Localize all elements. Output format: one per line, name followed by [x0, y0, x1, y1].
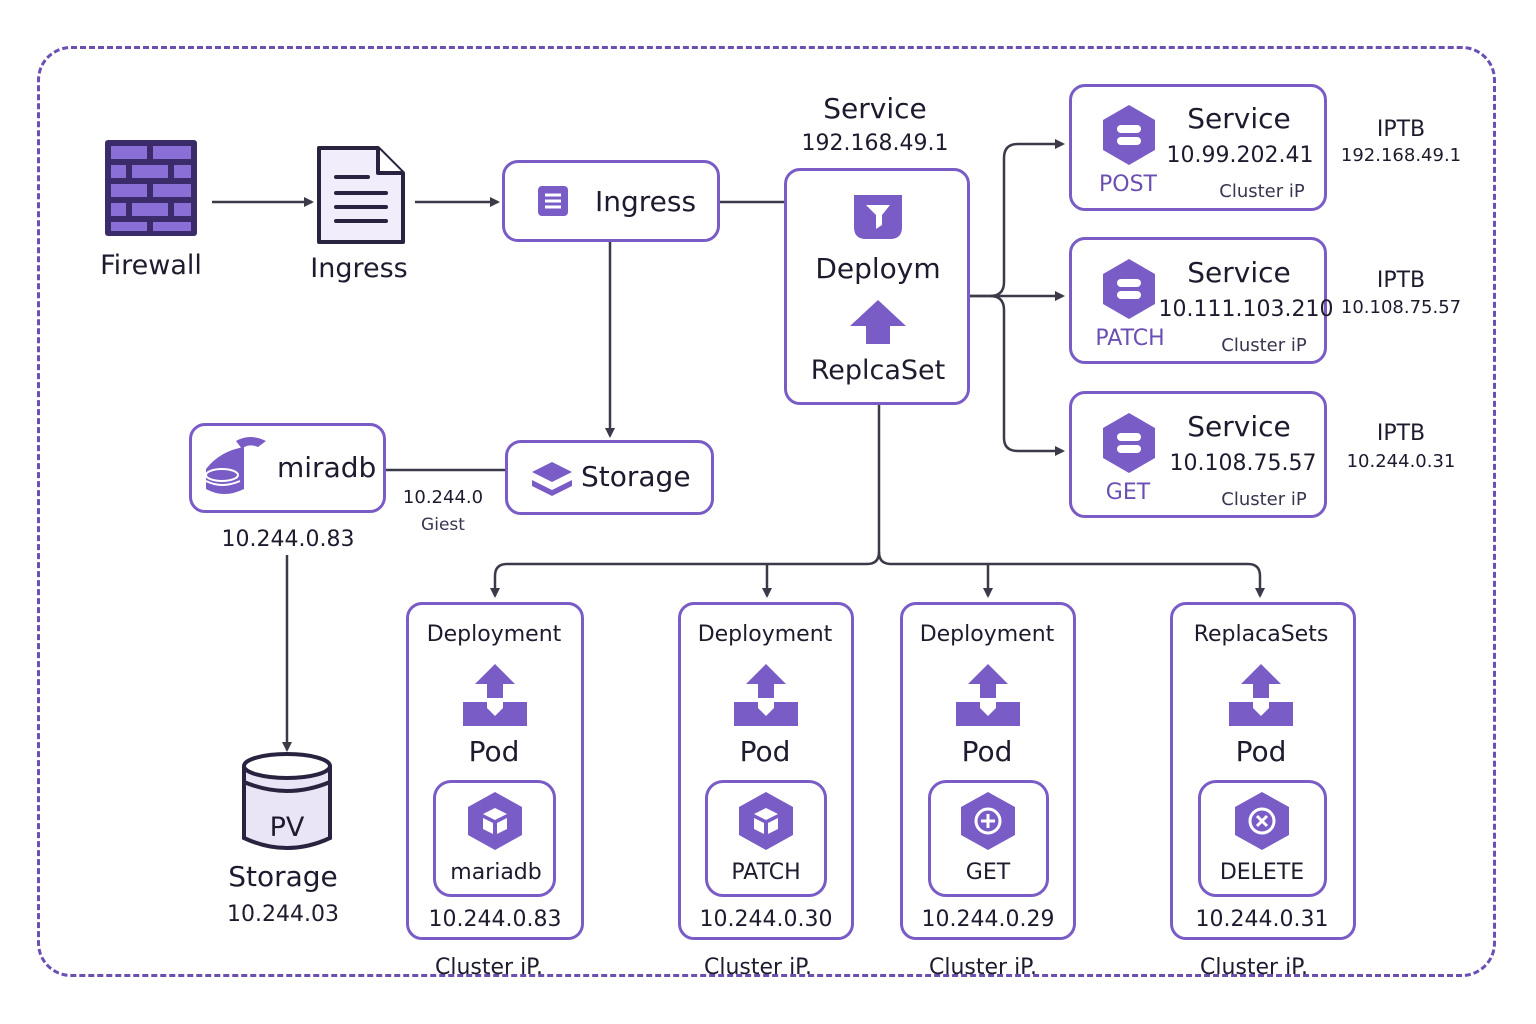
service-top-ip: 192.168.49.1: [801, 131, 949, 156]
pod-4-name: DELETE: [1219, 860, 1305, 885]
replica-to-pod4-arrow: [877, 551, 1265, 598]
arrow-up-icon: [463, 664, 527, 726]
service-post-type: Cluster iP: [1219, 181, 1305, 202]
close-icon: [1235, 792, 1289, 850]
service-patch-ip: 10.111.103.210: [1158, 297, 1334, 322]
layers-icon: [532, 462, 572, 496]
arrow-up-icon: [734, 664, 798, 726]
ingress-doc-label: Ingress: [310, 253, 408, 284]
iptb-2-label: IPTB: [1376, 268, 1426, 293]
cube-icon: [468, 792, 522, 850]
pod-1-name: mariadb: [450, 860, 542, 885]
pod-4-footer: Cluster iP.: [1199, 955, 1309, 980]
service-get-title: Service: [1187, 410, 1291, 443]
firewall-label: Firewall: [100, 250, 202, 281]
service-patch-type: Cluster iP: [1221, 335, 1307, 356]
list-icon: [538, 186, 568, 216]
firewall-icon: [105, 140, 197, 236]
service-get-ip: 10.108.75.57: [1169, 451, 1317, 476]
hexagon-icon: [1103, 413, 1155, 473]
cylinder-icon: [242, 752, 332, 850]
arrow-up-icon: [850, 300, 906, 344]
pod-3-footer: Cluster iP.: [928, 955, 1038, 980]
pv-storage-label: Storage: [228, 860, 338, 893]
cube-icon: [739, 792, 793, 850]
deploy-to-service-get-arrow: [989, 294, 1065, 456]
db-link-label: Giest: [421, 515, 465, 535]
hexagon-icon: [1103, 105, 1155, 165]
ingress-box-label: Ingress: [595, 185, 697, 218]
service-get-type: Cluster iP: [1221, 489, 1307, 510]
service-patch-method: PATCH: [1095, 326, 1165, 351]
pod-1-label: Pod: [468, 735, 520, 768]
pod-1-ip: 10.244.0.83: [428, 907, 562, 932]
deploy-center-label: Deploym: [815, 252, 941, 285]
db-link-ip: 10.244.0: [402, 487, 484, 508]
arrow-up-icon: [956, 664, 1020, 726]
pod-2-name: PATCH: [731, 860, 801, 885]
pod-1-footer: Cluster iP.: [434, 955, 544, 980]
pod-4-label: Pod: [1235, 735, 1287, 768]
arrow-up-icon: [1229, 664, 1293, 726]
iptb-1-label: IPTB: [1376, 117, 1426, 142]
service-get-method: GET: [1105, 480, 1151, 505]
funnel-icon: [854, 195, 902, 239]
pod-4-ip: 10.244.0.31: [1195, 907, 1329, 932]
pod-4-header: ReplacaSets: [1193, 622, 1329, 647]
miradb-ip: 10.244.0.83: [221, 527, 355, 552]
service-post-ip: 10.99.202.41: [1166, 143, 1314, 168]
hexagon-icon: [1103, 259, 1155, 319]
pod-3-header: Deployment: [919, 622, 1055, 647]
pod-2-header: Deployment: [697, 622, 833, 647]
pv-ip: 10.244.03: [227, 902, 339, 927]
document-icon: [317, 146, 405, 244]
pod-2-label: Pod: [739, 735, 791, 768]
storage-box[interactable]: [505, 440, 714, 515]
iptb-2-ip: 10.108.75.57: [1340, 297, 1462, 318]
database-icon: [205, 437, 266, 494]
deploy-to-service-post-arrow: [970, 139, 1065, 298]
service-patch-title: Service: [1187, 256, 1291, 289]
pod-3-ip: 10.244.0.29: [921, 907, 1055, 932]
iptb-3-label: IPTB: [1376, 421, 1426, 446]
pod-3-label: Pod: [961, 735, 1013, 768]
miradb-label: miradb: [277, 451, 377, 484]
cluster-boundary: [37, 46, 1496, 977]
pod-2-ip: 10.244.0.30: [699, 907, 833, 932]
plus-icon: [961, 792, 1015, 850]
iptb-3-ip: 10.244.0.31: [1346, 451, 1456, 472]
service-top-title: Service: [823, 92, 927, 125]
pv-label: PV: [269, 812, 305, 843]
storage-box-label: Storage: [581, 460, 691, 493]
replica-center-label: ReplcaSet: [810, 355, 946, 386]
pod-1-header: Deployment: [426, 622, 562, 647]
service-post-title: Service: [1187, 102, 1291, 135]
iptb-1-ip: 192.168.49.1: [1340, 145, 1462, 166]
service-post-method: POST: [1099, 172, 1157, 197]
pod-3-name: GET: [965, 860, 1011, 885]
pod-2-footer: Cluster iP.: [703, 955, 813, 980]
